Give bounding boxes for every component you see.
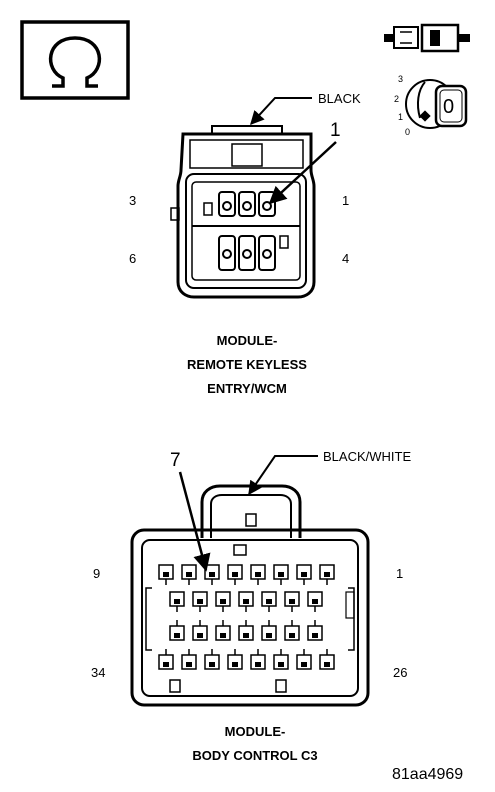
connector-2-wire-color: BLACK/WHITE (323, 449, 412, 464)
connector-1-pin-1: 1 (342, 193, 350, 208)
connector-1-callout: 1 (330, 120, 341, 141)
key-position-2: 2 (394, 94, 400, 104)
connector-1-caption-line-3: ENTRY/WCM (207, 381, 287, 396)
connector-1-pin-3: 3 (129, 193, 137, 208)
key-position-0: 0 (405, 127, 411, 137)
connector-1-caption-line-2: REMOTE KEYLESS (187, 357, 307, 372)
ohm-symbol-icon (20, 20, 130, 100)
connector-2-pin-1: 1 (396, 566, 404, 581)
pin-callout-leader-2 (178, 471, 211, 572)
connector-2-pin-9: 9 (93, 566, 101, 581)
connector-2-caption-line-2: BODY CONTROL C3 (192, 748, 318, 763)
connector-plug-icon (384, 23, 470, 53)
connector-2-pin-26: 26 (393, 665, 408, 680)
connector-1-pin-4: 4 (342, 251, 350, 266)
connector-1-wire-color: BLACK (318, 91, 361, 106)
wire-color-leader-2 (248, 455, 318, 496)
connector-1-pin-6: 6 (129, 251, 137, 266)
key-label: 0 (443, 96, 455, 118)
connector-2-shell (130, 484, 370, 707)
key-position-1: 1 (398, 112, 404, 122)
ignition-key-icon (405, 79, 468, 129)
connector-1-shell (170, 125, 316, 299)
key-position-3: 3 (398, 74, 404, 84)
connector-1-caption-line-1: MODULE- (216, 333, 278, 348)
connector-2-callout: 7 (170, 450, 181, 471)
connector-2-pin-34: 34 (91, 665, 106, 680)
figure-id: 81aa4969 (392, 766, 464, 783)
wire-color-leader-1 (250, 97, 312, 126)
pin-callout-leader-1 (268, 141, 337, 205)
connector-2-caption-line-1: MODULE- (224, 724, 286, 739)
